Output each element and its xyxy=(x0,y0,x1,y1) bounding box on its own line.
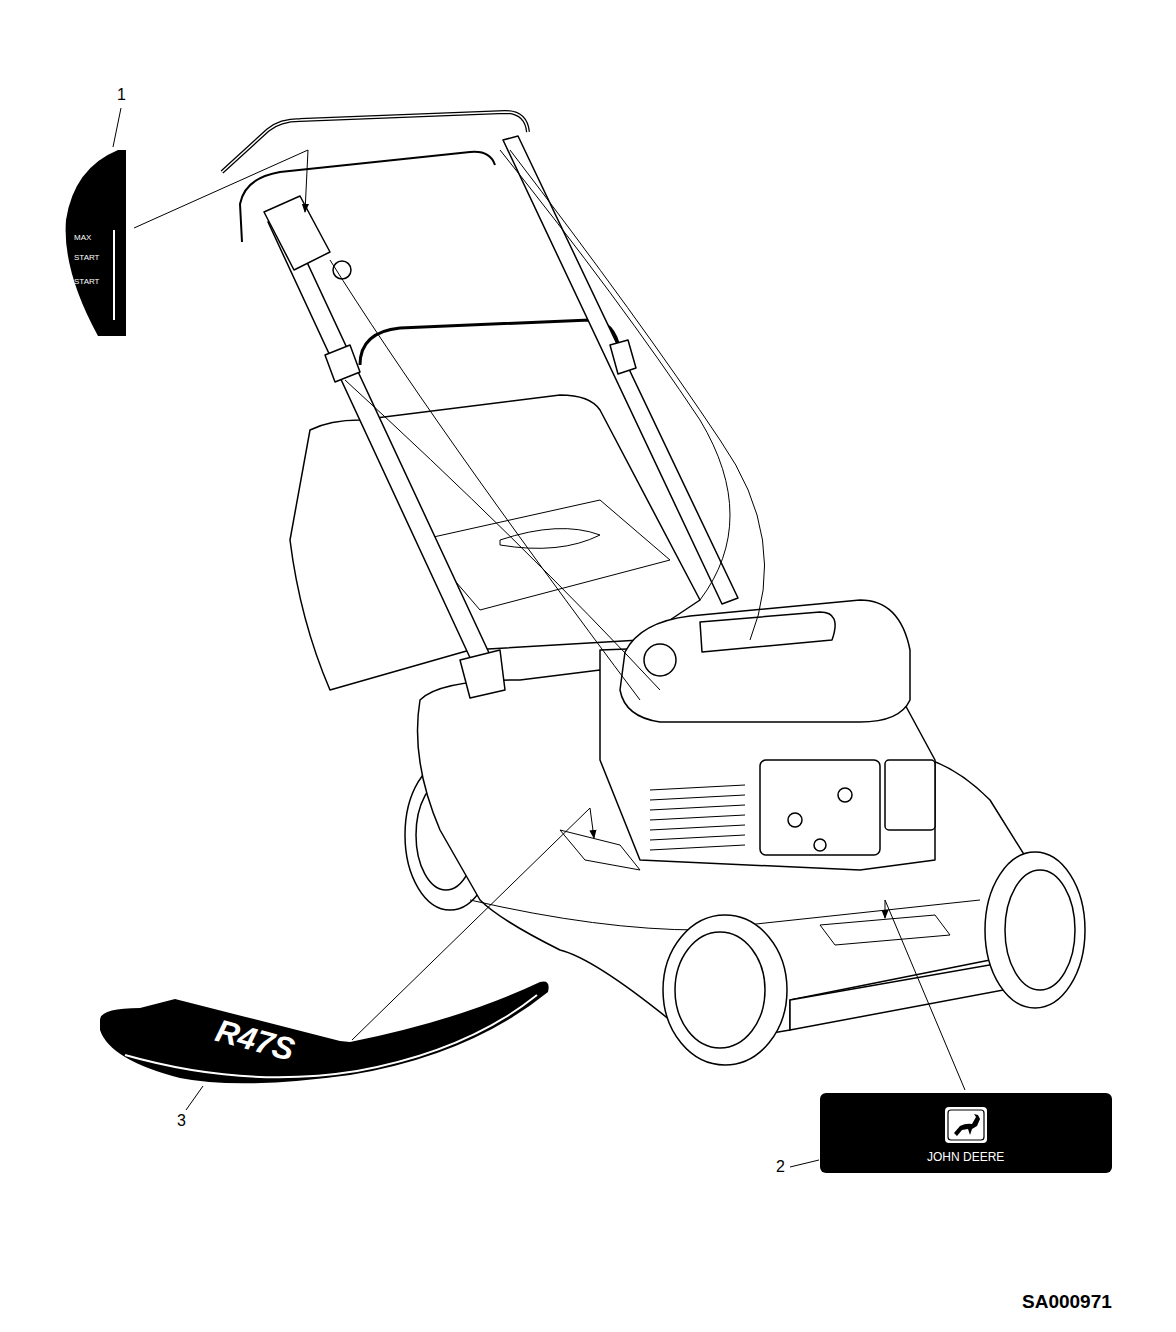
drawing-part xyxy=(790,1160,819,1167)
drawing-part xyxy=(788,813,802,827)
drawing-part xyxy=(113,108,121,147)
callout-number: 1 xyxy=(117,86,126,104)
drawing-part xyxy=(838,788,852,802)
deer-logo xyxy=(945,1107,987,1143)
callout-number: 2 xyxy=(776,1158,785,1176)
drawing-part xyxy=(700,612,835,652)
drawing-part xyxy=(500,150,730,600)
drawing-part xyxy=(650,815,745,820)
drawing-part xyxy=(360,320,620,365)
decal-outline xyxy=(95,975,555,1090)
drawing-part xyxy=(345,380,660,690)
drawing-part xyxy=(644,644,676,676)
drawing-part xyxy=(186,1086,203,1110)
leader-lines xyxy=(113,108,965,1167)
drawing-part xyxy=(885,760,935,830)
decal-text: MAX xyxy=(74,234,91,243)
decal-text: START xyxy=(74,254,99,263)
drawing-part xyxy=(650,785,745,790)
decal-text: JOHN DEERE xyxy=(927,1151,1004,1164)
logo-ground xyxy=(945,1107,987,1143)
drawing-part xyxy=(503,136,738,604)
drawing-part xyxy=(610,340,636,374)
drawing-part xyxy=(885,900,886,918)
model-decal: R47S xyxy=(95,975,555,1090)
drawing-part xyxy=(134,150,308,228)
mower-handle xyxy=(222,112,765,700)
drawing-part xyxy=(500,529,600,549)
decal-shape xyxy=(113,230,115,320)
callout-number: 3 xyxy=(177,1112,186,1130)
drawing-part xyxy=(663,915,787,1065)
drawing-part xyxy=(305,150,308,212)
drawing-part xyxy=(760,760,880,855)
drawing-part xyxy=(820,915,950,945)
drawing-part xyxy=(650,845,745,850)
drawing-part xyxy=(650,825,745,830)
drawing-part xyxy=(460,650,505,698)
figure-code: SA000971 xyxy=(1022,1292,1112,1313)
logo-frame xyxy=(948,1110,984,1140)
logo-deer xyxy=(954,1114,980,1136)
decal-shape xyxy=(125,995,537,1077)
mower-body xyxy=(290,320,1085,1065)
decal-shape xyxy=(100,981,549,1083)
drawing-part xyxy=(330,260,640,700)
drawing-part xyxy=(264,196,330,270)
drawing-part xyxy=(325,345,360,382)
brand-decal: JOHN DEERE xyxy=(820,1093,1112,1173)
decal-text: START xyxy=(74,278,99,287)
drawing-part xyxy=(885,900,965,1090)
drawing-part xyxy=(985,852,1085,1008)
drawing-part xyxy=(560,830,640,870)
throttle-decal: MAX START START xyxy=(62,150,126,336)
drawing-part xyxy=(268,215,490,662)
drawing-part xyxy=(650,835,745,840)
drawing-part xyxy=(650,785,745,850)
drawing-part xyxy=(590,808,594,838)
decal-shape xyxy=(66,150,126,336)
decal-outline xyxy=(62,150,126,336)
drawing-part xyxy=(510,150,765,640)
drawing-part xyxy=(620,600,910,722)
drawing-part xyxy=(650,805,745,810)
drawing-part xyxy=(352,808,590,1040)
drawing-part xyxy=(650,795,745,800)
drawing-part xyxy=(1005,870,1075,990)
drawing-part xyxy=(675,932,765,1048)
drawing-part xyxy=(814,839,826,851)
